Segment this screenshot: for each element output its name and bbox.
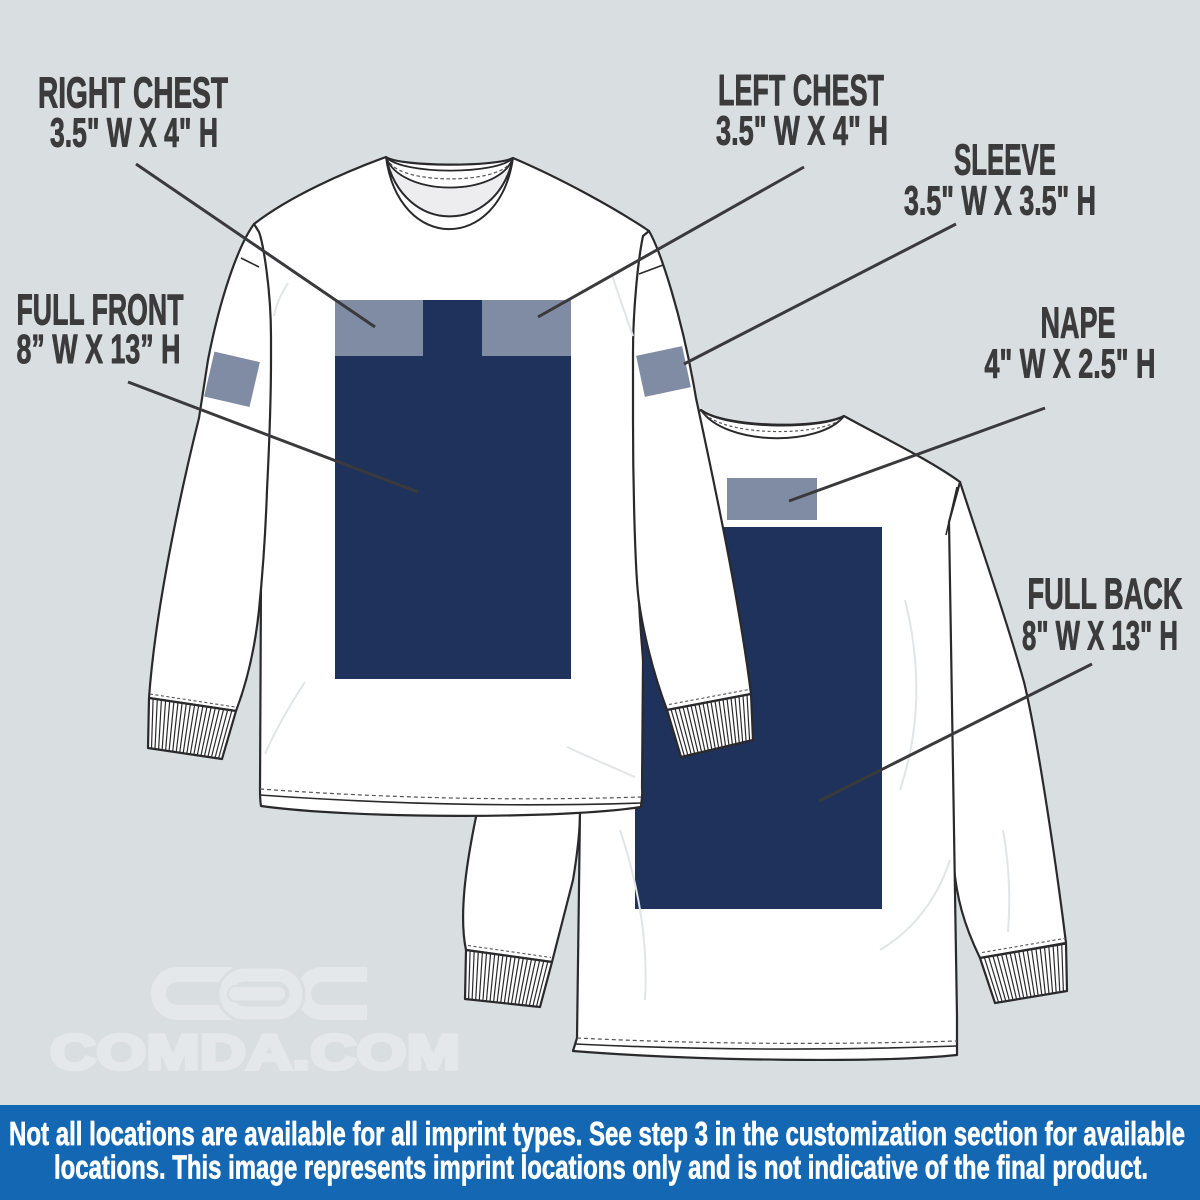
svg-text:NAPE: NAPE xyxy=(1041,300,1116,348)
svg-text:3.5" W X 4" H: 3.5" W X 4" H xyxy=(716,108,888,154)
svg-text:locations. This image represen: locations. This image represents imprint… xyxy=(54,1149,1148,1186)
svg-text:LEFT CHEST: LEFT CHEST xyxy=(718,67,884,115)
svg-text:FULL BACK: FULL BACK xyxy=(1028,571,1183,619)
svg-text:SLEEVE: SLEEVE xyxy=(954,137,1056,185)
svg-text:FULL FRONT: FULL FRONT xyxy=(17,287,184,335)
svg-text:8" W X 13" H: 8" W X 13" H xyxy=(1022,613,1178,659)
svg-text:3.5" W X 4" H: 3.5" W X 4" H xyxy=(50,110,218,156)
svg-text:8” W X 13” H: 8” W X 13” H xyxy=(17,326,181,372)
svg-text:4" W X 2.5" H: 4" W X 2.5" H xyxy=(985,341,1156,387)
svg-text:3.5" W X 3.5" H: 3.5" W X 3.5" H xyxy=(904,178,1096,224)
svg-text:RIGHT CHEST: RIGHT CHEST xyxy=(38,70,228,118)
svg-text:COMDA.COM: COMDA.COM xyxy=(50,1026,460,1080)
svg-text:Not all locations are availabl: Not all locations are available for all … xyxy=(9,1115,1185,1152)
